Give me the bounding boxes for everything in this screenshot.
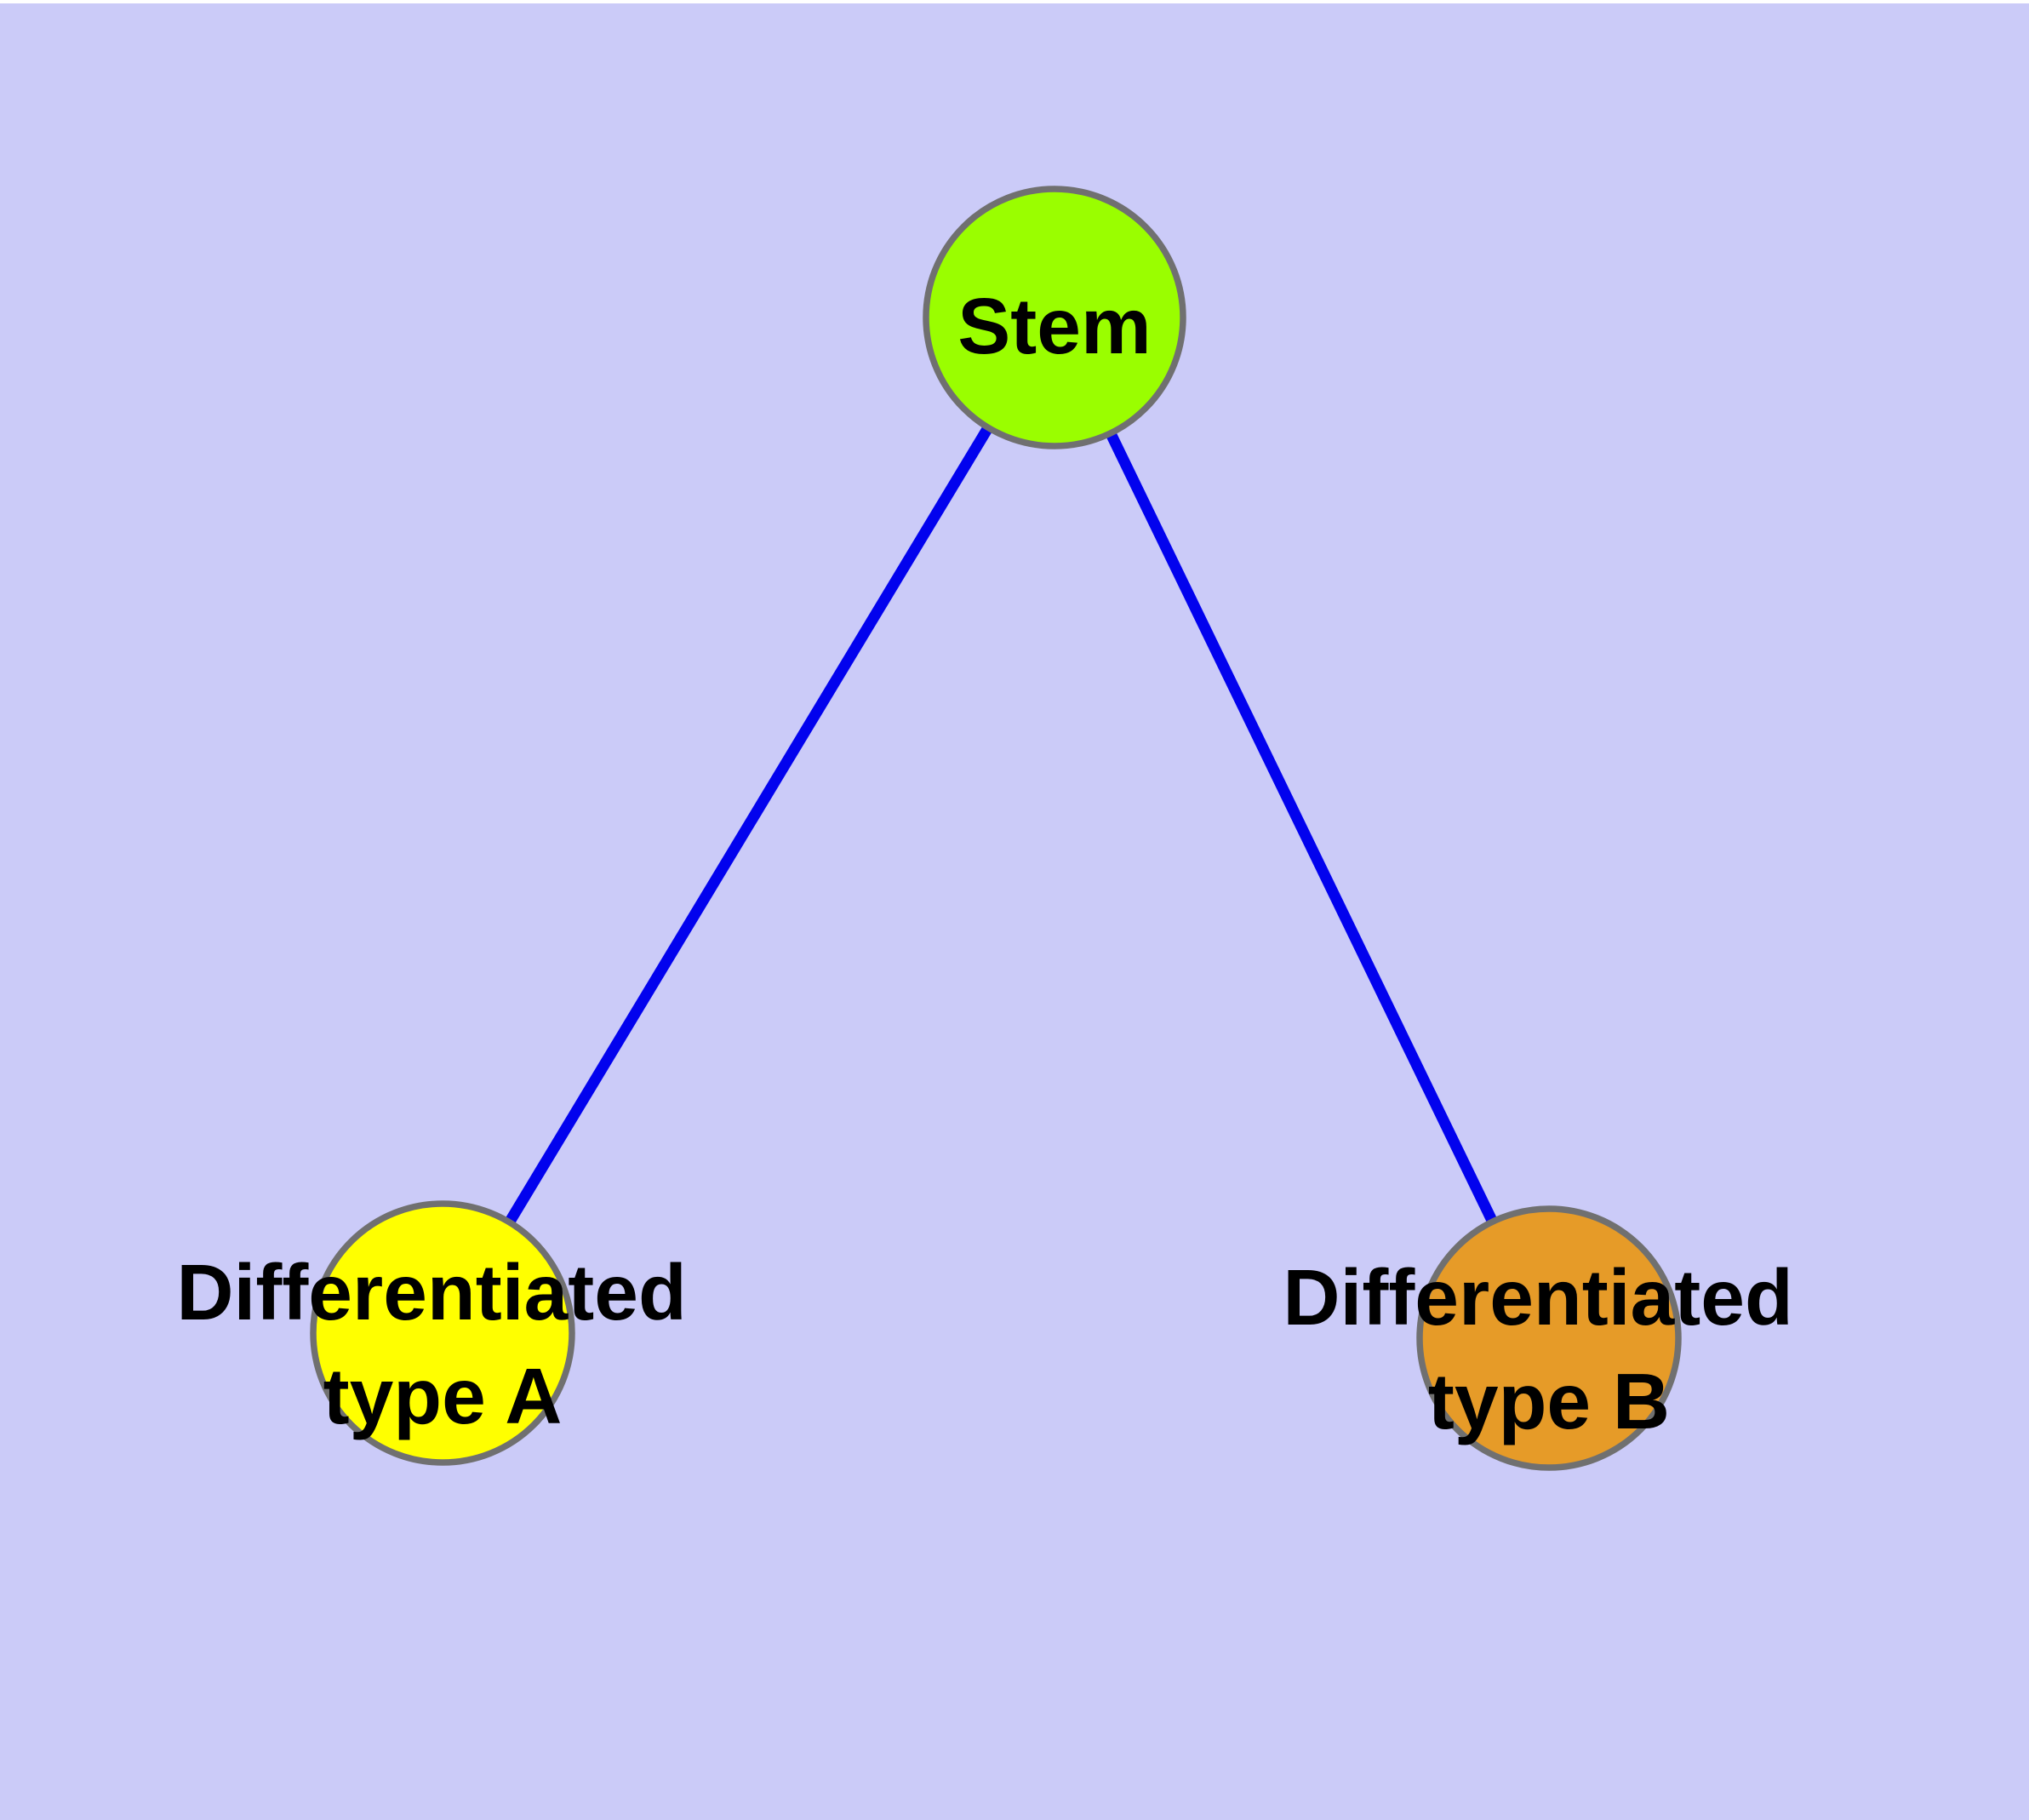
node-type-b-label-line-1: Differentiated [1283, 1253, 1792, 1342]
node-stem-label: Stem [957, 282, 1151, 370]
top-margin-strip [0, 0, 2029, 3]
node-differentiated-type-b [1416, 1205, 1682, 1471]
edge-stem-to-type-b [1049, 315, 1554, 1341]
node-differentiated-type-b-label: Differentiated type B [1283, 1253, 1815, 1445]
edge-stem-to-type-a [437, 314, 1060, 1336]
node-type-a-label-line-1: Differentiated [176, 1248, 686, 1336]
node-stem-label-line: Stem [957, 282, 1151, 370]
node-differentiated-type-a [310, 1200, 575, 1466]
node-type-a-label-line-2: type A [323, 1352, 563, 1440]
node-stem [923, 186, 1186, 449]
node-type-b-label-line-2: type B [1428, 1357, 1670, 1445]
node-differentiated-type-a-label: Differentiated type A [176, 1248, 708, 1440]
